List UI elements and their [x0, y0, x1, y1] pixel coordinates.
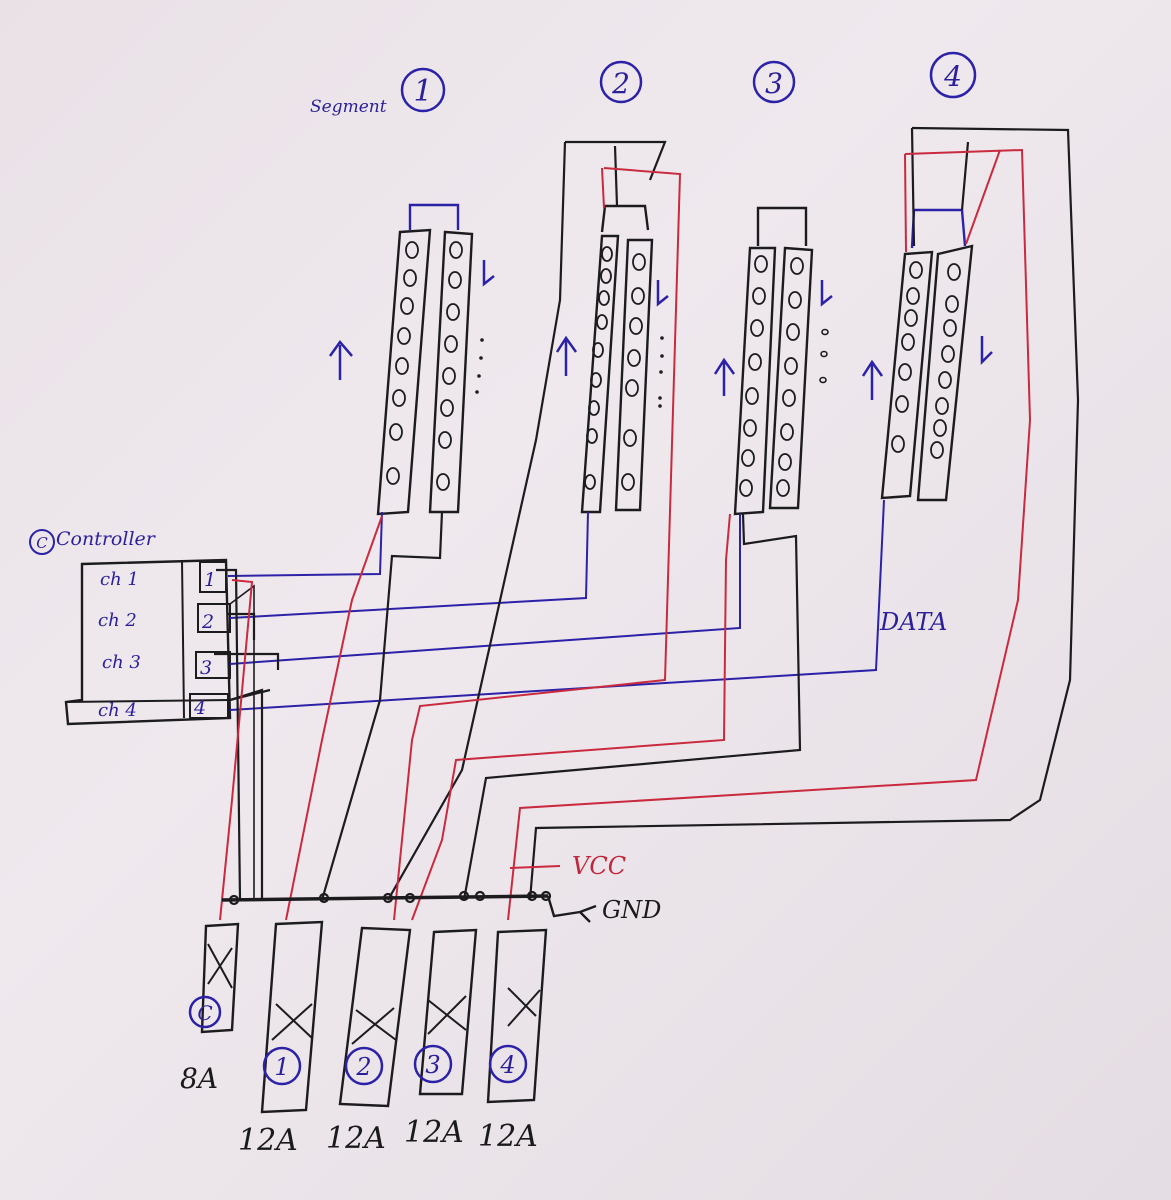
led-strip-down	[428, 230, 474, 514]
gnd-wire-seg4	[528, 126, 1080, 901]
port-number-1: 1	[204, 569, 216, 591]
led-strip-pair-3	[733, 206, 829, 516]
vcc-wire-seg1	[285, 515, 383, 921]
channel-label-4: ch 4	[98, 700, 137, 721]
led-strip-down	[614, 238, 654, 512]
psu-rating-3: 12A	[404, 1115, 464, 1150]
up-arrow-icon	[328, 339, 353, 380]
led-row	[584, 246, 646, 491]
data-wire-1	[227, 511, 383, 577]
led-strip-up	[580, 234, 620, 514]
led-strip-up	[376, 228, 432, 516]
vcc-wire-seg2	[393, 167, 682, 921]
controller-badge-circle	[29, 529, 55, 555]
segment-badge-circle	[599, 60, 643, 104]
down-arrow-icon	[482, 260, 495, 287]
psu-2	[338, 926, 412, 1108]
psu-rating-1: 12A	[238, 1123, 298, 1158]
controller-box	[64, 558, 232, 726]
segment-header-4: 4	[929, 51, 977, 99]
controller-badge: C	[36, 534, 48, 552]
port-box-3	[195, 651, 231, 679]
vcc-wire-controller	[219, 579, 254, 921]
led-row	[386, 241, 463, 491]
vcc-wires	[219, 148, 1032, 921]
data-label: DATA	[879, 608, 947, 636]
data-wire-2	[229, 511, 589, 619]
gnd-label: GND	[602, 896, 661, 924]
vcc-wire-seg4	[507, 148, 1032, 921]
psu-rating-4: 12A	[478, 1119, 538, 1154]
controller-label: Controller	[56, 528, 157, 550]
segment-label: Segment	[310, 97, 387, 117]
led-strip-pair-2	[580, 204, 664, 514]
port-number-2: 2	[201, 611, 214, 633]
psu-badges: C 1 2 3 4	[188, 995, 528, 1086]
gnd-wire-seg2	[387, 140, 667, 901]
power-supplies	[200, 920, 548, 1114]
segment-badge-circle	[400, 67, 446, 113]
port-box-1	[199, 561, 227, 593]
segment-badge-circle	[929, 51, 977, 99]
psu-rating-controller: 8A	[180, 1062, 218, 1095]
psu-ratings: 8A 12A 12A 12A 12A	[180, 1062, 538, 1158]
up-arrow-icon	[713, 357, 736, 396]
segment-number-4: 4	[943, 60, 962, 93]
psu-badge-2: 2	[355, 1053, 371, 1081]
vcc-legend-line	[509, 865, 561, 869]
down-arrow-icon	[820, 280, 833, 307]
psu-badge-1: 1	[274, 1053, 289, 1081]
data-wire-3	[229, 514, 741, 665]
segment-header-2: 2	[599, 60, 643, 104]
psu-badge-controller: C	[197, 1001, 212, 1025]
port-number-4: 4	[193, 697, 206, 719]
data-wire-4	[229, 499, 885, 711]
psu-badge-3: 3	[425, 1051, 440, 1079]
led-strip-down	[916, 244, 974, 502]
gnd-arrow-icon	[546, 895, 597, 923]
controller: C Controller ch 1 ch 2 ch 3 ch 4 1 2 3 4	[29, 528, 232, 726]
gnd-wire-seg1	[320, 511, 444, 901]
up-arrow-icon	[555, 335, 578, 376]
segment-number-3: 3	[765, 67, 783, 100]
port-number-3: 3	[200, 657, 212, 679]
led-row	[891, 261, 961, 459]
led-strip-pair-4	[880, 208, 974, 502]
psu-badge-4: 4	[499, 1051, 515, 1079]
led-strip-up	[880, 250, 934, 500]
channel-label-2: ch 2	[98, 610, 137, 631]
channel-label-1: ch 1	[100, 569, 139, 590]
psu-3	[418, 928, 478, 1096]
gnd-bus: GND	[221, 890, 661, 924]
gnd-wires	[214, 126, 1080, 901]
port-box-4	[189, 693, 229, 719]
psu-4	[486, 928, 548, 1104]
channel-label-3: ch 3	[102, 652, 141, 673]
led-row	[739, 255, 804, 497]
vcc-wire-seg3	[411, 513, 731, 921]
segment-badge-circle	[752, 60, 796, 104]
segment-number-2: 2	[611, 67, 630, 100]
vcc-label: VCC	[572, 852, 626, 880]
segment-header-1: Segment 1	[310, 67, 446, 117]
down-arrow-icon	[980, 336, 993, 366]
data-wires	[227, 499, 885, 711]
led-strip-up	[733, 246, 777, 516]
segment-header-3: 3	[752, 60, 796, 104]
up-arrow-icon	[861, 359, 884, 400]
led-strip-down	[768, 246, 814, 510]
down-arrow-icon	[656, 280, 669, 307]
led-strip-pair-1	[376, 203, 484, 516]
gnd-wire-seg3	[462, 513, 802, 901]
psu-1	[260, 920, 324, 1114]
psu-rating-2: 12A	[326, 1121, 386, 1156]
segment-number-1: 1	[413, 74, 432, 109]
gnd-wire-controller	[216, 568, 242, 901]
